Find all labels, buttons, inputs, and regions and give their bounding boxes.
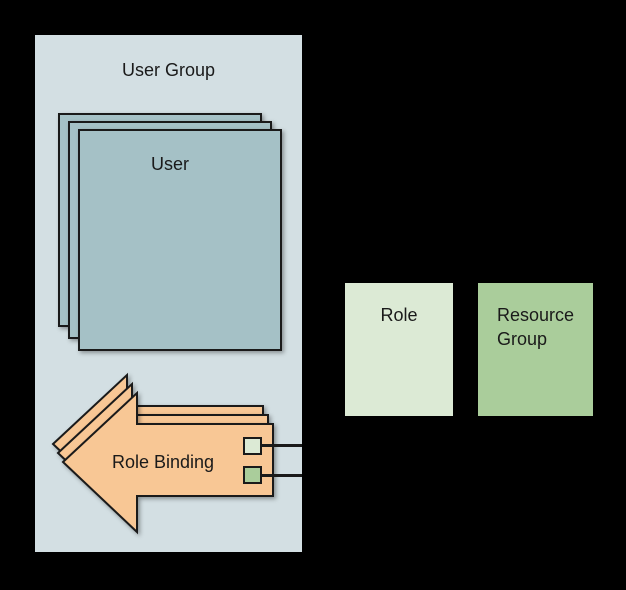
resource-group-label-line2: Group xyxy=(496,329,547,349)
connector-line-role xyxy=(262,444,302,447)
role-binding-arrow xyxy=(51,372,274,535)
role-box: Role xyxy=(345,283,453,416)
role-binding-arrow-front xyxy=(61,390,274,535)
role-binding-label: Role Binding xyxy=(111,452,215,472)
role-label: Role xyxy=(380,305,418,325)
user-group-title: User Group xyxy=(121,60,216,80)
resource-group-reference-swatch xyxy=(243,466,262,484)
resource-group-box: Resource Group xyxy=(478,283,593,416)
user-label: User xyxy=(150,154,189,174)
user-group-container: User Group User Role Binding xyxy=(35,35,302,552)
user-card-front xyxy=(78,129,282,351)
resource-group-label: Resource Group xyxy=(497,303,574,351)
connector-line-resource-group xyxy=(262,474,302,477)
resource-group-label-line1: Resource xyxy=(496,305,575,325)
role-reference-swatch xyxy=(243,437,262,455)
